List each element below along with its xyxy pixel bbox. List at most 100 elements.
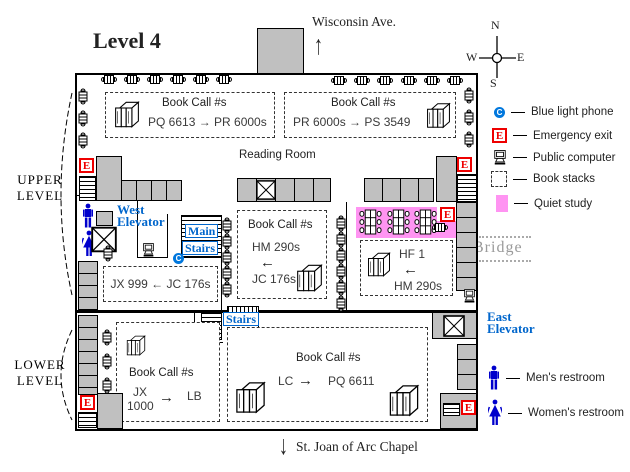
quiet-study-icon bbox=[496, 195, 508, 212]
call-to: LB bbox=[187, 389, 202, 403]
wall-block bbox=[96, 211, 113, 226]
emergency-exit-marker: E bbox=[457, 157, 472, 172]
interior-wall bbox=[346, 202, 347, 311]
books-icon bbox=[126, 332, 146, 359]
compass-w: W bbox=[466, 50, 478, 64]
legend-label: Men's restroom bbox=[526, 372, 605, 384]
compass-icon bbox=[479, 36, 516, 78]
study-carrel bbox=[222, 250, 232, 266]
level-divider-wall bbox=[76, 310, 477, 313]
call-box-ne: Book Call #s PR 6000s → PS 3549 bbox=[284, 92, 456, 138]
interior-wall bbox=[167, 214, 168, 258]
north-arrow-icon: ↑ bbox=[314, 30, 323, 60]
study-carrel bbox=[193, 75, 209, 84]
east-elevator-icon bbox=[443, 314, 465, 338]
center-elevator-icon bbox=[256, 180, 276, 200]
study-carrel bbox=[432, 223, 448, 232]
blue-light-phone-icon: C bbox=[494, 106, 505, 118]
study-carrel bbox=[78, 111, 88, 127]
legend-label: Women's restroom bbox=[528, 407, 624, 419]
building-outline bbox=[75, 73, 478, 431]
study-carrel bbox=[78, 133, 88, 149]
call-arrow: ← bbox=[260, 254, 275, 271]
legend-tick bbox=[514, 203, 528, 204]
bridge-label: Bridge bbox=[473, 239, 523, 256]
books-icon bbox=[387, 383, 421, 418]
call-to: HM 290s bbox=[394, 279, 443, 293]
wall-block-column bbox=[457, 344, 477, 390]
upper-level-label: UPPER LEVEL bbox=[16, 172, 64, 203]
lower-level-label: LOWER LEVEL bbox=[14, 357, 66, 388]
call-box-center: Book Call #s HM 290s ← JC 176s bbox=[237, 210, 327, 299]
legend-emergency-exit: E Emergency exit bbox=[492, 128, 612, 143]
legend-mens-restroom: Men's restroom bbox=[488, 365, 605, 391]
public-computer-marker bbox=[463, 288, 476, 304]
legend-tick bbox=[506, 377, 520, 379]
call-box-title: Book Call #s bbox=[129, 367, 194, 379]
legend-quiet-study: Quiet study bbox=[496, 195, 592, 212]
call-from: HF 1 bbox=[399, 247, 426, 261]
legend-label: Public computer bbox=[533, 151, 616, 164]
legend-tick bbox=[511, 111, 525, 113]
emergency-exit-icon: E bbox=[492, 128, 507, 143]
emergency-exit-marker: E bbox=[440, 207, 455, 222]
call-box-title: Book Call #s bbox=[331, 97, 396, 109]
compass-n: N bbox=[491, 18, 500, 32]
wall-block bbox=[436, 156, 457, 202]
public-computer-icon bbox=[493, 149, 507, 166]
study-carrel bbox=[222, 282, 232, 298]
legend-tick bbox=[513, 135, 527, 136]
wall-block-column bbox=[456, 202, 477, 291]
legend-blue-light-phone: C Blue light phone bbox=[494, 106, 613, 118]
call-range: JX 999 ← JC 176s bbox=[110, 277, 211, 291]
lower-stairs-label: Stairs bbox=[223, 312, 259, 326]
reading-room-label: Reading Room bbox=[239, 149, 316, 161]
compass-s: S bbox=[490, 76, 497, 90]
study-carrel bbox=[447, 76, 463, 85]
interior-wall bbox=[137, 195, 138, 258]
wall-block-row bbox=[121, 180, 182, 201]
south-arrow-icon: ↓ bbox=[279, 430, 288, 460]
legend-tick bbox=[513, 157, 527, 158]
study-carrel bbox=[336, 216, 346, 232]
study-carrel bbox=[222, 266, 232, 282]
call-box-upper-mid: JX 999 ← JC 176s bbox=[103, 266, 218, 302]
call-box-sw: Book Call #s JX 1000 → LB bbox=[116, 322, 220, 422]
study-carrel bbox=[78, 89, 88, 105]
call-from-1: JX bbox=[133, 385, 148, 399]
study-carrel bbox=[354, 76, 370, 85]
study-carrel bbox=[377, 76, 393, 85]
study-carrel bbox=[102, 354, 112, 370]
compass-e: E bbox=[517, 50, 525, 64]
call-from: HM 290s bbox=[252, 240, 301, 254]
books-icon bbox=[114, 98, 140, 131]
legend-label: Emergency exit bbox=[533, 129, 613, 142]
books-icon bbox=[367, 249, 391, 280]
legend-tick bbox=[513, 178, 527, 180]
study-carrel bbox=[222, 234, 232, 250]
public-computer-marker bbox=[142, 242, 155, 258]
wall-block-row bbox=[237, 178, 331, 202]
wall-block-row bbox=[364, 178, 434, 202]
call-to: PQ 6611 bbox=[328, 374, 375, 388]
east-elevator-label: East Elevator bbox=[487, 309, 535, 336]
call-from-2: 1000 bbox=[127, 399, 154, 413]
wisconsin-ave-label: Wisconsin Ave. bbox=[312, 14, 396, 29]
study-carrel bbox=[147, 75, 163, 84]
study-carrel bbox=[102, 330, 112, 346]
study-carrel bbox=[331, 76, 347, 85]
call-box-nw: Book Call #s PQ 6613 → PR 6000s bbox=[105, 92, 275, 138]
legend-label: Book stacks bbox=[533, 173, 595, 185]
womens-restroom-icon bbox=[488, 399, 502, 427]
study-carrel bbox=[336, 296, 346, 312]
mens-restroom-icon bbox=[488, 365, 500, 391]
study-table-icon bbox=[387, 208, 410, 236]
stairs-hatch bbox=[78, 412, 97, 428]
main-stairs-label-2: Stairs bbox=[182, 241, 218, 255]
study-carrel bbox=[101, 75, 117, 84]
study-carrel bbox=[464, 132, 474, 148]
wall-block bbox=[97, 393, 123, 429]
study-carrel bbox=[464, 110, 474, 126]
study-carrel bbox=[103, 246, 113, 262]
